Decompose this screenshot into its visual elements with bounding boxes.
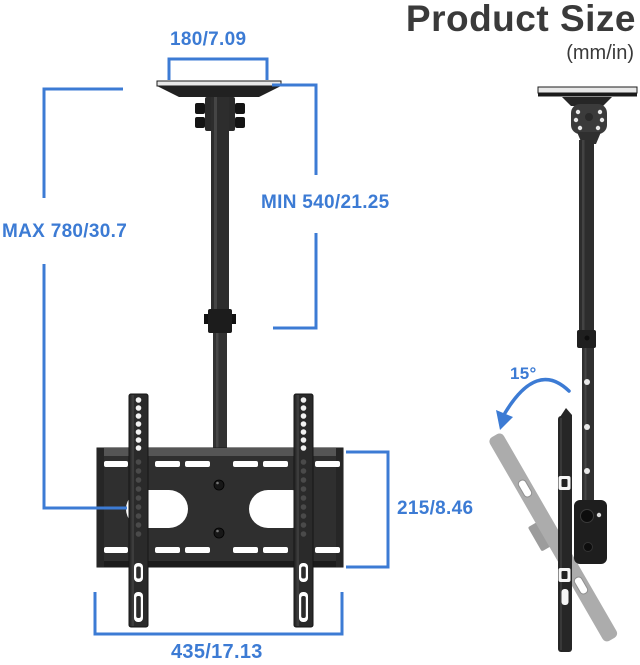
page-title: Product Size [405, 0, 636, 39]
dim-label-ceiling-plate-width: 180/7.09 [170, 29, 247, 50]
dim-line-min-top [272, 83, 318, 175]
dim-line-max-top [42, 87, 123, 198]
dim-label-plate-width: 435/17.13 [171, 641, 263, 663]
dim-line-plate-width-bottom [93, 592, 344, 636]
dim-line-min-bottom [273, 233, 318, 330]
connection-plate-side [574, 500, 607, 564]
ceiling-plate-front [156, 80, 282, 97]
dim-label-max-extension: MAX 780/30.7 [2, 221, 128, 242]
dim-label-tilt-angle: 15° [510, 364, 537, 383]
dim-label-min-extension: MIN 540/21.25 [261, 192, 390, 213]
center-screws [213, 479, 225, 539]
pole-side [577, 140, 596, 505]
vesa-rail-left [128, 393, 149, 628]
vesa-rail-right [293, 393, 314, 628]
front-view [96, 80, 344, 628]
tilt-arc-arrow-icon [496, 377, 571, 430]
tilt-joint-side [571, 104, 607, 144]
plate-slots [104, 461, 340, 553]
tilted-ghost-rail [489, 433, 618, 642]
dim-line-max-bottom [42, 264, 127, 510]
side-view [489, 86, 638, 652]
dim-label-plate-height: 215/8.46 [397, 498, 474, 519]
dim-line-plate-width-top [167, 57, 269, 80]
vesa-rail-side [558, 408, 572, 652]
pole-front [204, 97, 236, 449]
dim-line-plate-height [346, 450, 390, 569]
dimension-lines [42, 57, 390, 636]
ceiling-plate-side [537, 86, 638, 106]
unit-label: (mm/in) [566, 42, 634, 64]
